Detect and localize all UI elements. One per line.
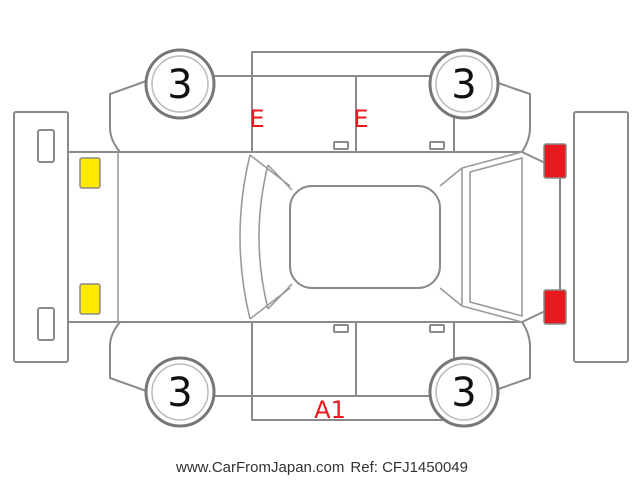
tire-rear-right: 3: [428, 356, 500, 428]
rear-right-light: [543, 289, 567, 325]
tire-rear-left: 3: [428, 48, 500, 120]
front-right-light: [79, 283, 101, 315]
damage-mark-bottom-sill: A1: [314, 396, 346, 424]
damage-mark-top-front-door: E: [249, 105, 264, 133]
footer-site: www.CarFromJapan.com: [175, 459, 344, 476]
front-bumper: [13, 111, 69, 363]
footer-ref: Ref: CFJ1450049: [350, 459, 468, 476]
damage-mark-top-rear-door: E: [353, 105, 368, 133]
front-left-light: [79, 157, 101, 189]
rear-bumper: [573, 111, 629, 363]
tire-grade-front-left: 3: [167, 62, 192, 108]
rear-left-light: [543, 143, 567, 179]
tire-front-left: 3: [144, 48, 216, 120]
footer-watermark: www.CarFromJapan.com Ref: CFJ1450049: [175, 459, 468, 476]
car-body-top-view: [67, 151, 561, 323]
tire-grade-rear-right: 3: [451, 370, 476, 416]
tire-grade-front-right: 3: [167, 370, 192, 416]
tire-grade-rear-left: 3: [451, 62, 476, 108]
tire-front-right: 3: [144, 356, 216, 428]
